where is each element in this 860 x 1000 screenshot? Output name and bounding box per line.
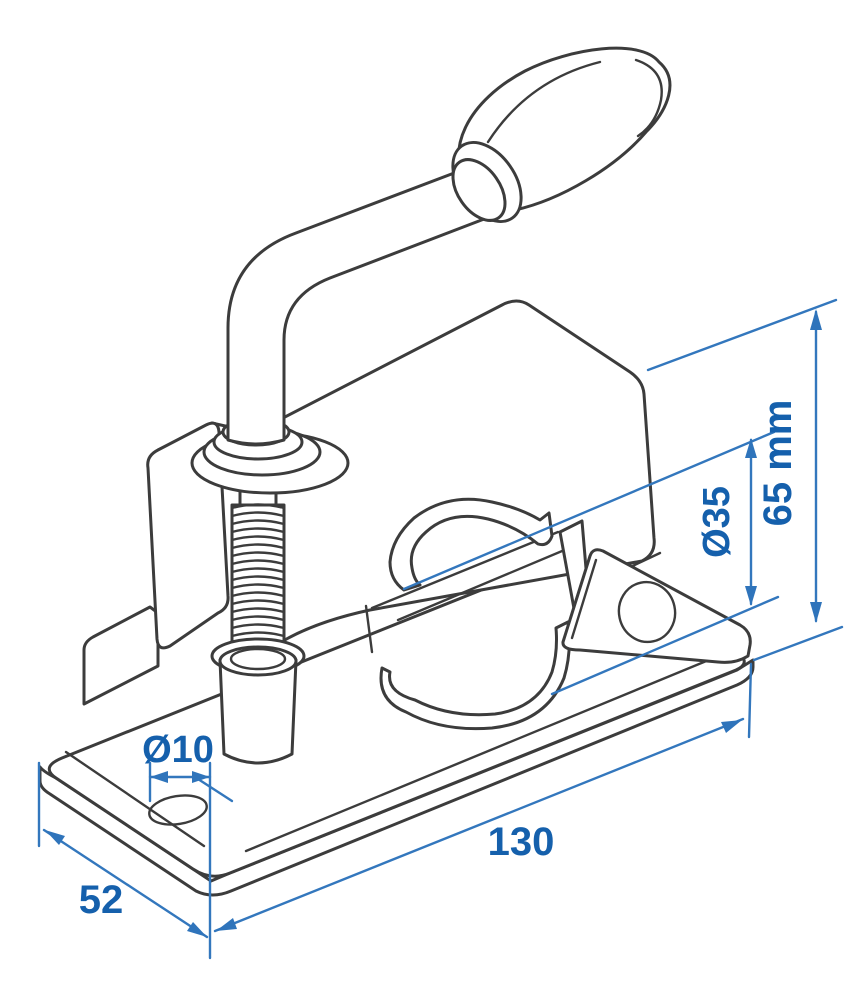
dimension-base-width: 52 [37,761,209,939]
dimension-label-width: 52 [79,878,124,922]
dimension-label-height: 65 mm [756,400,800,527]
knob-collar-inner [451,158,507,222]
dim-clamp-extension-top [402,430,776,591]
ear-thickness-line [570,558,598,640]
handle-knob [451,46,672,223]
dim-length-extension-line [747,662,753,739]
dim-height-extension-bottom [752,625,844,662]
dim-height-extension-top [646,298,838,372]
dim-width-line [42,828,209,939]
dimension-clamp-diameter: Ø35 [402,430,780,696]
body-channel-edge-bottom [396,544,576,622]
dim-width-arrow-left [45,830,65,845]
knob-highlight-arc [486,60,602,144]
dim-clamp-arrow-top [745,438,757,458]
handle-rod-tube [226,165,494,446]
clamp-body-box [250,299,656,662]
dimension-hole-diameter: Ø10 [142,729,234,960]
dim-height-arrow-bottom [810,602,822,623]
dimension-label-length: 130 [488,820,555,864]
dimensions: Ø10 52 130 Ø35 [37,298,844,960]
dimension-label-hole: Ø10 [142,729,214,771]
foot-top-ring [218,645,298,677]
dim-hole-leader [196,777,234,803]
base-plate-left-flange [82,605,160,706]
screw-thread-coils [230,503,286,654]
clamp-body [250,299,656,662]
base-plate-lip-left [64,750,206,848]
base-plate-lip-right [244,648,735,853]
knob-tip-cap-line [634,58,663,138]
saddle-upper-strap [388,497,554,592]
dim-length-line [213,717,745,933]
screw-foot [210,637,306,765]
mounting-ear [561,548,752,664]
handle-rod [226,165,494,446]
dim-hole-arrow-right [192,771,210,783]
dim-clamp-arrow-bottom [745,586,757,606]
dim-width-arrow-right [187,922,207,937]
dim-length-arrow-right [721,720,742,733]
body-channel-edge-top [370,530,560,610]
dim-length-arrow-left [216,918,237,931]
mounting-hole [148,794,208,826]
dim-hole-arrow-left [150,771,168,783]
dimension-base-length: 130 [213,662,753,933]
dim-height-arrow-top [810,309,822,330]
ear-plate [561,548,752,664]
dimension-label-clamp: Ø35 [696,486,738,558]
dimension-height: 65 mm [646,298,844,662]
foot-inner-ring [229,647,287,671]
dim-clamp-extension-bottom [550,595,780,696]
body-channel-edge-left [364,604,374,654]
ear-hole [617,580,677,644]
threaded-screw [230,466,286,654]
dim-hole-extension-lines [148,761,212,960]
